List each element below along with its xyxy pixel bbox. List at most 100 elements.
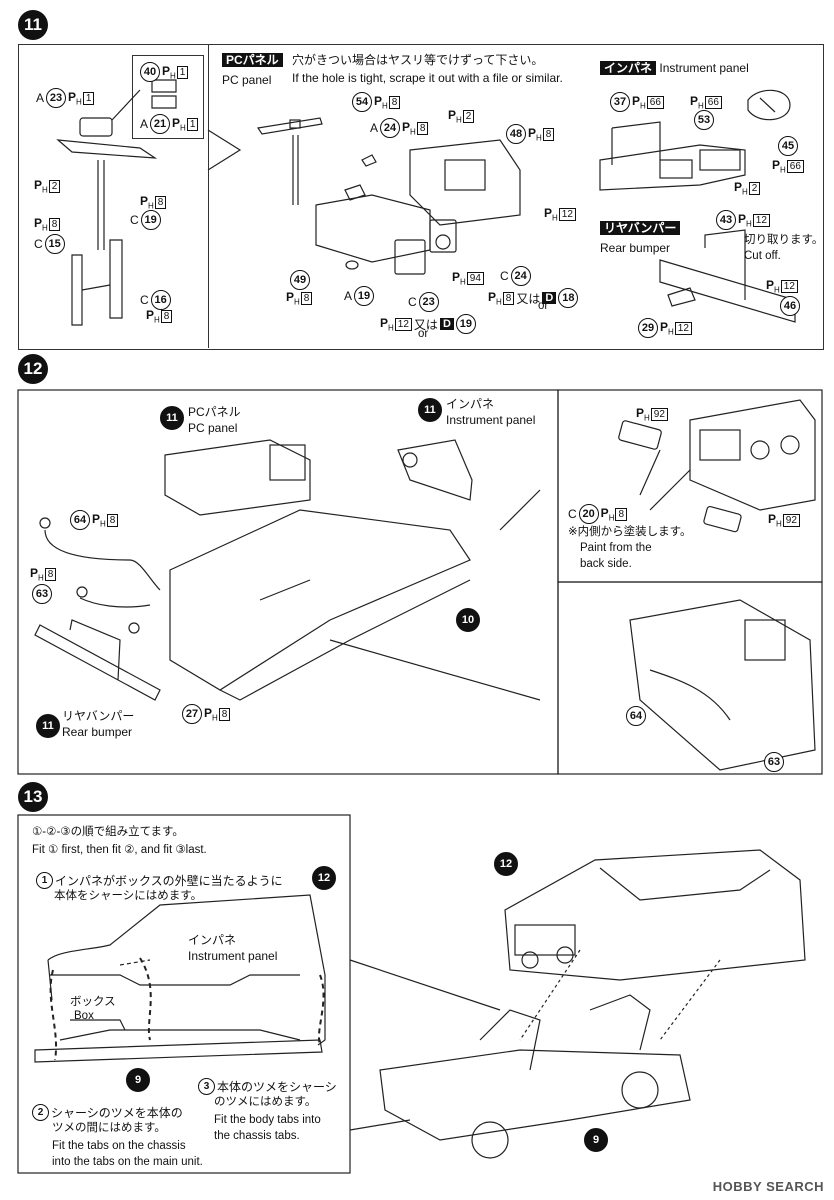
rear-bumper-tag: リヤバンパー: [600, 220, 681, 236]
part-badge-48: 48: [506, 124, 526, 144]
or-label-1: or: [418, 328, 429, 340]
paint-note-en-2: back side.: [580, 558, 632, 570]
rear-bumper-en: Rear bumper: [600, 241, 671, 255]
step12-pc-panel-jp: PCパネル: [188, 405, 241, 419]
meter-panel-small: [394, 239, 426, 275]
part-ref-63: 63: [32, 584, 52, 604]
part-letter-d: D: [439, 318, 454, 330]
step12-rear-bumper-en: Rear bumper: [62, 725, 133, 739]
cut-off-en: Cut off.: [744, 250, 781, 262]
order-note-en: Fit ① first, then fit ②, and fit ③last.: [32, 844, 207, 856]
step2-circle: 2: [32, 1104, 49, 1121]
steering-wheel: [747, 89, 791, 121]
part-ref-64-inset: 64: [626, 706, 646, 726]
part-ref-46: 46: [780, 296, 800, 316]
step2-en-1: Fit the tabs on the chassis: [52, 1140, 186, 1152]
step12-pc-panel-ref: 11: [160, 406, 184, 430]
hobby-search-logo: HOBBY SEARCH: [712, 1179, 824, 1194]
step-11-number: 11: [18, 10, 48, 40]
cable-63: [79, 597, 151, 608]
part-badge-10: 10: [456, 608, 480, 632]
part-ref-45: 45: [778, 136, 798, 156]
dash-panel: [409, 139, 521, 226]
meter-panel-round: [429, 219, 457, 253]
step-11-inset-left: [18, 44, 209, 348]
wheel-rear: [621, 1071, 659, 1109]
part-ref-10: 10: [456, 608, 480, 632]
instrument-panel-12: [397, 439, 473, 501]
cut-off-jp: 切り取ります。: [744, 234, 824, 246]
step2-en-2: into the tabs on the main unit.: [52, 1156, 203, 1168]
step13-step3: 3 本体のツメをシャーシ: [198, 1078, 337, 1095]
step12-instrument-ref: 11: [418, 398, 442, 422]
cable-64: [44, 529, 161, 591]
part-badge-19b: 19: [354, 286, 375, 306]
seat-post-left: [71, 254, 83, 326]
box-jp: ボックス: [70, 996, 116, 1008]
part-badge-53: 53: [694, 110, 714, 130]
part-badge-18: 18: [558, 288, 579, 308]
part-ref-9-right: 9: [584, 1128, 608, 1152]
step13-instrument-jp: インパネ: [188, 933, 237, 947]
part-badge-9a: 9: [126, 1068, 150, 1092]
part-badge-45: 45: [778, 136, 798, 156]
part-badge-24: 24: [380, 118, 401, 138]
step12-rear-bumper-jp: リヤバンパー: [62, 709, 135, 723]
step-11-sprue-inset: [132, 55, 204, 139]
step12-pc-panel-en: PC panel: [188, 421, 238, 435]
part-badge-64b: 64: [626, 706, 646, 726]
box-en: Box: [74, 1010, 94, 1022]
part-ref-53: 53: [694, 110, 714, 130]
part-badge-16: 16: [150, 290, 171, 310]
paint-note-jp: ※内側から塗装します。: [568, 526, 692, 538]
sprue-part-40: [151, 79, 177, 93]
part-ref-49: 49: [290, 270, 310, 290]
pc-panel-bar: [256, 117, 323, 135]
part-badge-49: 49: [290, 270, 310, 290]
step-13-number: 13: [18, 782, 48, 812]
step3-circle: 3: [198, 1078, 215, 1095]
step-12-number: 12: [18, 354, 48, 384]
marker-light-left: [618, 420, 662, 450]
part-badge-29: 29: [638, 318, 658, 338]
step1-jp-2: 本体をシャーシにはめます。: [54, 890, 203, 902]
pc-panel-en: PC panel: [222, 73, 272, 87]
part-ref-9-left: 9: [126, 1068, 150, 1092]
part-ref-63-inset: 63: [764, 752, 784, 772]
instrument-panel-tag: インパネ Instrument panel: [600, 60, 749, 76]
part-badge-21: 21: [150, 114, 171, 134]
step2-jp-2: ツメの間にはめます。: [52, 1122, 166, 1134]
part-badge-27: 27: [182, 704, 202, 724]
